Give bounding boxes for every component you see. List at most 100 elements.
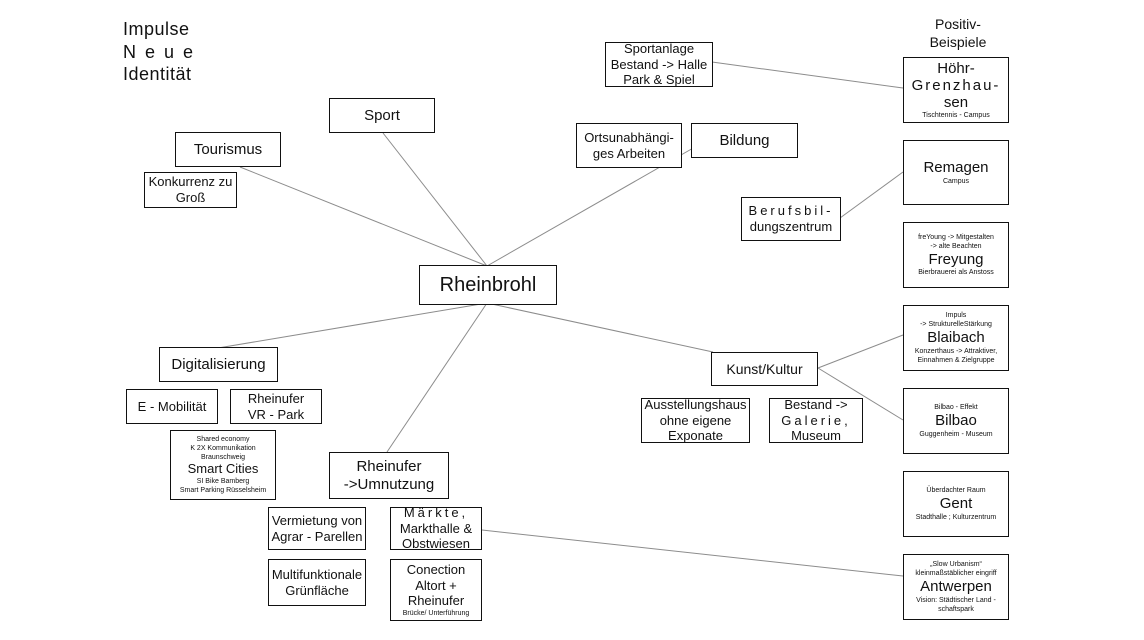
idea-vermietung-line-1: Vermietung von [271,512,363,528]
example-hoehr-line-3: sen [943,94,969,112]
example-bilbao-note-1: Bilbao - Effekt [934,404,978,412]
example-antwerpen-note-1: „Slow Urbanism“ [930,561,982,569]
example-remagen-note: Campus [942,177,970,185]
branch-rheinufer-line-1: Rheinufer [356,457,422,475]
example-freyung-title: Freyung [928,250,984,268]
idea-conection-line-1: Conection [406,562,466,578]
link-maerkte-antwerpen [481,529,904,577]
idea-sportanlage: Sportanlage Bestand -> Halle Park & Spie… [605,41,713,88]
idea-berufsbildung-line-2: dungszentrum [749,219,833,234]
idea-multifunktional-line-1: Multifunktionale [271,566,363,582]
idea-multifunktional-line-2: Grünfläche [285,582,349,598]
branch-sport: Sport [329,98,435,133]
heading-line-1: Impulse [123,19,190,39]
smart-cities-note-1: Shared economy [196,435,250,443]
idea-maerkte: Märkte, Markthalle & Obstwiesen [390,505,482,552]
link-kunst-blaibach [817,334,904,369]
link-center-digitalisierung [217,302,488,349]
link-center-kunst [486,302,714,353]
idea-sportanlage-line-2: Bestand -> Halle [610,56,708,72]
example-blaibach-note-3: Konzerthaus -> Attraktiver, [914,347,998,355]
idea-rheinufer-vr-line-2: VR - Park [247,406,305,422]
idea-konkurrenz-line-1: Konkurrenz zu [148,174,233,190]
idea-maerkte-line-2: Markthalle & [399,520,473,536]
positive-examples-header: Positiv- Beispiele [912,15,1004,51]
branch-tourismus: Tourismus [175,132,281,167]
branch-kunst: Kunst/Kultur [711,352,818,386]
smart-cities-note-5: Smart Parking Rüsselsheim [179,487,267,495]
smart-cities-title: Smart Cities [187,461,259,477]
idea-ortsunabhaengig: Ortsunabhängi- ges Arbeiten [576,123,682,168]
link-berufsbildung-remagen [839,171,904,219]
idea-sportanlage-line-3: Park & Spiel [623,72,695,88]
idea-maerkte-line-1: Märkte, [403,505,469,521]
example-antwerpen: „Slow Urbanism“ kleinmaßstäblicher eingr… [903,554,1009,620]
example-hoehr: Höhr- Grenzhau- sen Tischtennis - Campus [903,57,1009,123]
branch-digitalisierung-label: Digitalisierung [171,355,266,373]
idea-multifunktional: Multifunktionale Grünfläche [268,559,366,606]
branch-tourismus-label: Tourismus [193,140,263,158]
example-antwerpen-note-2: kleinmaßstäblicher eingriff [915,570,997,578]
idea-emobil: E - Mobilität [126,389,218,424]
branch-kunst-label: Kunst/Kultur [726,360,803,377]
example-hoehr-line-1: Höhr- [937,59,975,77]
branch-rheinufer: Rheinufer ->Umnutzung [329,452,449,499]
idea-galerie-line-1: Bestand -> [784,397,848,413]
example-bilbao: Bilbao - Effekt Bilbao Guggenheim - Muse… [903,388,1009,454]
idea-maerkte-line-3: Obstwiesen [402,536,470,552]
branch-digitalisierung: Digitalisierung [159,347,278,382]
center-label: Rheinbrohl [439,274,537,296]
page-heading: Impulse Neue Identität [123,18,202,86]
smart-cities-note-4: SI Bike Bamberg [196,478,250,486]
link-kunst-bilbao [817,367,904,421]
idea-berufsbildung-line-1: Berufsbil- [748,203,834,219]
idea-konkurrenz-line-2: Groß [175,190,206,205]
example-blaibach-note-2: -> StrukturelleStärkung [920,321,992,329]
idea-ausstellung-line-1: Ausstellungshaus [644,397,747,413]
positive-header-line-1: Positiv- [935,16,981,32]
idea-berufsbildung: Berufsbil- dungszentrum [741,197,841,241]
idea-konkurrenz: Konkurrenz zu Groß [144,172,237,208]
branch-rheinufer-line-2: ->Umnutzung [343,475,435,493]
idea-ausstellung-line-2: ohne eigene [659,412,732,428]
example-gent-note-2: Stadthalle ; Kulturzentrum [915,513,997,521]
idea-conection-line-2: Altort + [415,577,457,593]
idea-conection-note: Brücke/ Unterführung [402,609,470,617]
center-node: Rheinbrohl [419,265,557,305]
branch-sport-label: Sport [364,106,400,124]
example-freyung: freYoung -> Mitgestalten -> alte Beachte… [903,222,1009,288]
example-gent: Überdachter Raum Gent Stadthalle ; Kultu… [903,471,1009,537]
idea-ausstellung-line-3: Exponate [668,428,723,444]
idea-galerie-line-3: Museum [791,428,841,444]
link-center-tourismus [239,166,488,267]
idea-ortsunabhaengig-line-1: Ortsunabhängi- [584,129,674,145]
example-bilbao-note-2: Guggenheim - Museum [919,430,993,438]
link-center-sport [382,132,488,267]
idea-sportanlage-line-1: Sportanlage [623,41,695,57]
example-remagen-title: Remagen [923,159,989,177]
example-bilbao-title: Bilbao [935,412,977,430]
example-antwerpen-note-4: schaftspark [938,605,974,613]
smart-cities-note-3: Braunschweig [201,453,245,461]
example-antwerpen-title: Antwerpen [920,578,992,596]
idea-smart-cities: Shared economy K 2X Kommunikation Brauns… [170,430,276,500]
idea-rheinufer-vr-line-1: Rheinufer [247,390,305,406]
positive-header-line-2: Beispiele [929,34,987,51]
example-blaibach-note-1: Impuls [945,312,967,320]
example-antwerpen-note-3: Vision: Städtischer Land - [916,596,996,604]
example-blaibach: Impuls -> StrukturelleStärkung Blaibach … [903,305,1009,371]
example-hoehr-note: Tischtennis - Campus [922,112,990,120]
example-gent-title: Gent [939,495,973,513]
heading-line-2: Neue [123,41,203,62]
branch-bildung-label: Bildung [719,131,770,149]
idea-conection: Conection Altort + Rheinufer Brücke/ Unt… [390,559,482,621]
idea-galerie: Bestand -> Galerie, Museum [769,397,863,444]
idea-ausstellung: Ausstellungshaus ohne eigene Exponate [641,397,750,444]
branch-bildung: Bildung [691,123,798,158]
link-center-rheinufer [386,302,488,453]
idea-ortsunabhaengig-line-2: ges Arbeiten [592,145,666,161]
link-sportanlage-hoehr [711,61,904,89]
example-freyung-note-3: Bierbrauerei als Anstoss [918,269,994,277]
example-blaibach-note-4: Einnahmen & Zielgruppe [917,356,995,364]
